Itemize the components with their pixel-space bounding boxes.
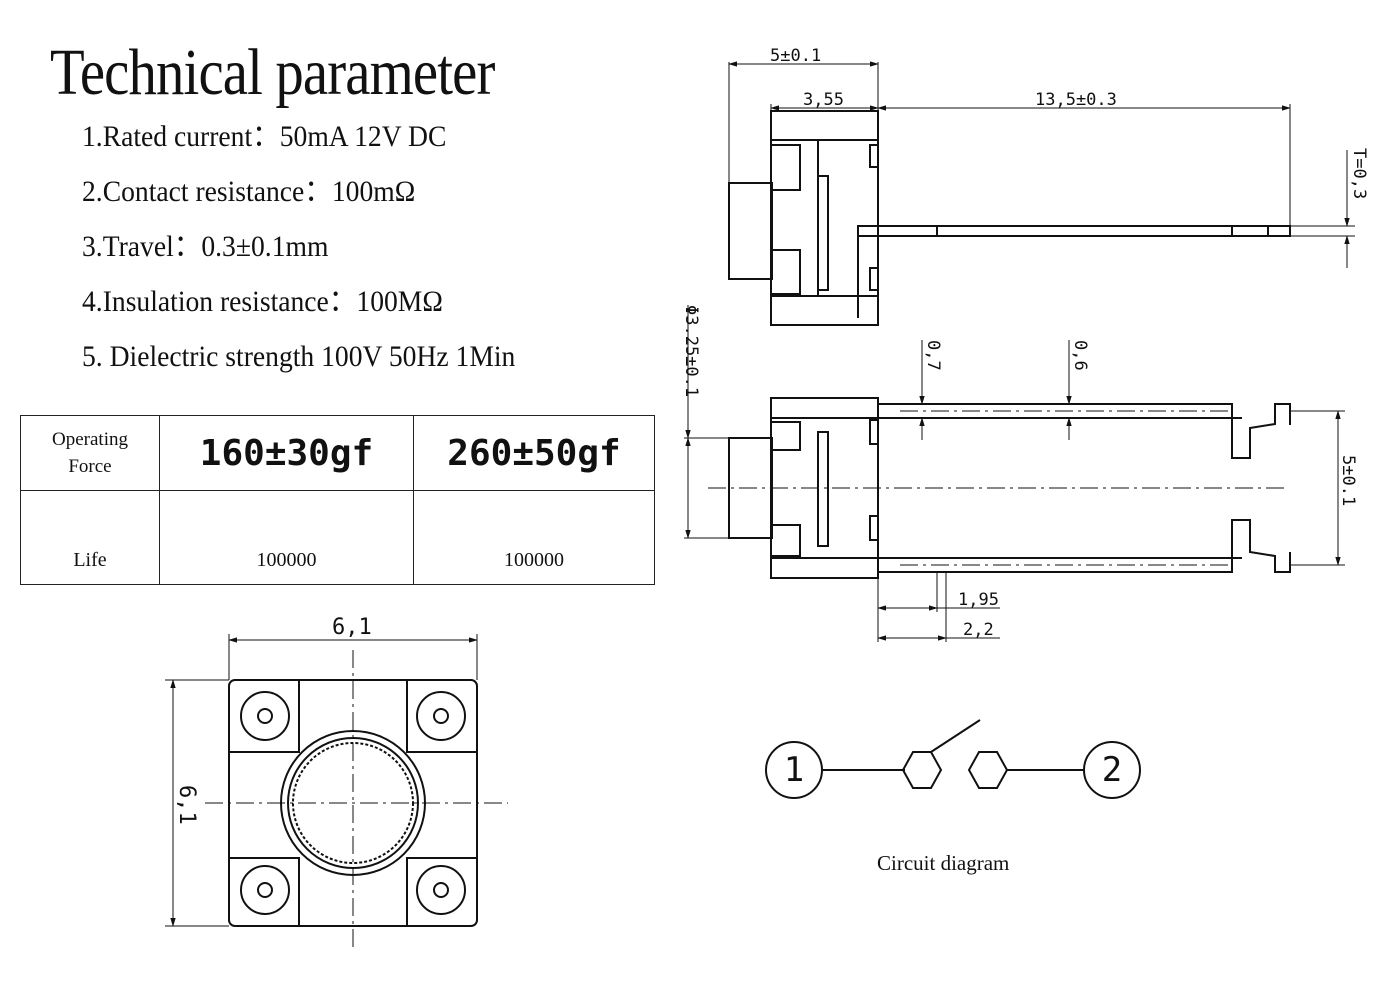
circuit-node-1: 1	[784, 750, 804, 790]
param-rated-current: 1.Rated current：50mA 12V DC	[82, 120, 447, 153]
top-view-dimensions	[165, 634, 478, 927]
force-value-b: 260±50gf	[413, 415, 655, 491]
dim-side-width: 5±0.1	[770, 46, 821, 66]
side-view-dimensions	[728, 61, 1355, 268]
parameter-list: 1.Rated current：50mA 12V DC 2.Contact re…	[82, 112, 553, 387]
dim-side-lead: 13,5±0.3	[1035, 90, 1117, 110]
dim-offset-2: 2,2	[963, 620, 994, 640]
dim-thickness: T=0,3	[1349, 148, 1369, 199]
dim-lead-width-2: 0,6	[1070, 340, 1090, 371]
circuit-node-2: 2	[1102, 750, 1122, 790]
life-value-b: 100000	[413, 490, 655, 585]
mount-hole-tr	[416, 691, 466, 741]
spec-table: Operating Force 160±30gf 260±50gf Life 1…	[20, 415, 655, 585]
front-view-dimensions	[684, 305, 1345, 642]
param-dielectric-strength: 5. Dielectric strength 100V 50Hz 1Min	[82, 340, 516, 373]
page-title: Technical parameter	[50, 36, 495, 109]
top-view-centerlines	[205, 650, 508, 952]
dim-side-body: 3,55	[803, 90, 844, 110]
dim-top-width: 6,1	[332, 615, 372, 640]
param-insulation-resistance: 4.Insulation resistance：100MΩ	[82, 285, 443, 318]
mount-hole-bl	[240, 865, 290, 915]
param-travel: 3.Travel：0.3±0.1mm	[82, 230, 329, 263]
front-view-centerlines	[708, 410, 1285, 566]
param-contact-resistance: 2.Contact resistance：100mΩ	[82, 175, 416, 208]
circuit-diagram	[765, 719, 1141, 799]
side-view	[728, 110, 1291, 326]
operating-force-label-line1: Operating	[52, 429, 128, 450]
dim-top-height: 6,1	[174, 785, 199, 825]
operating-force-label-line2: Force	[68, 456, 112, 477]
dim-offset-1: 1,95	[958, 590, 999, 610]
operating-force-label: Operating Force	[20, 415, 160, 491]
dim-cap-diameter: Φ3.25±0.1	[681, 305, 701, 397]
mount-hole-br	[416, 865, 466, 915]
dim-lead-width-1: 0,7	[923, 340, 943, 371]
mount-hole-tl	[240, 691, 290, 741]
force-value-a: 160±30gf	[159, 415, 414, 491]
dim-pitch: 5±0.1	[1338, 455, 1358, 506]
circuit-caption: Circuit diagram	[877, 851, 1009, 875]
